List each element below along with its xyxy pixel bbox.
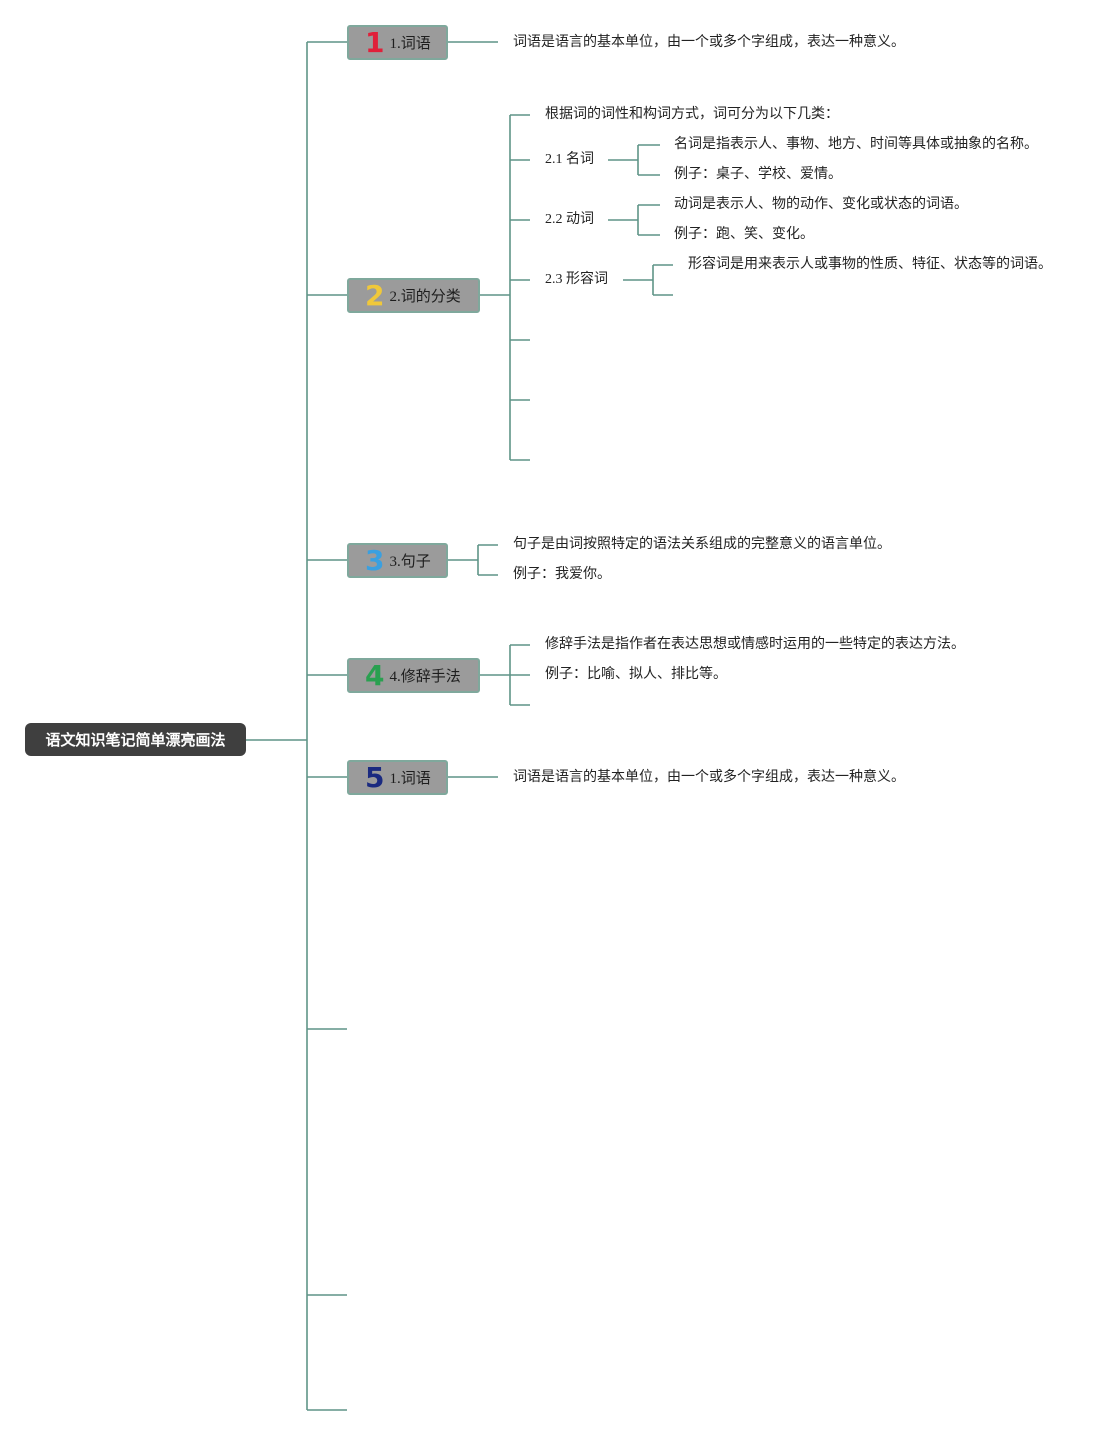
topic-1[interactable]: 1 1.词语 xyxy=(347,25,448,60)
number-badge-2: 2 xyxy=(365,278,385,312)
topic-3[interactable]: 3 3.句子 xyxy=(347,543,448,578)
topic-2[interactable]: 2 2.词的分类 xyxy=(347,278,480,313)
number-badge-3: 3 xyxy=(365,543,385,577)
subtopic-2-1[interactable]: 2.1 名词 xyxy=(545,152,594,167)
topic-5-label: 1.词语 xyxy=(389,771,431,787)
number-badge-4: 4 xyxy=(365,658,385,692)
topic-3-label: 3.句子 xyxy=(389,554,431,570)
subtopic-2-2-note-1[interactable]: 动词是表示人、物的动作、变化或状态的词语。 xyxy=(674,197,968,212)
root-topic[interactable]: 语文知识笔记简单漂亮画法 xyxy=(25,723,246,756)
topic-4-note-2[interactable]: 例子：比喻、拟人、排比等。 xyxy=(545,667,727,682)
subtopic-2-3[interactable]: 2.3 形容词 xyxy=(545,272,608,287)
topic-1-label: 1.词语 xyxy=(389,36,431,52)
topic-4[interactable]: 4 4.修辞手法 xyxy=(347,658,480,693)
topic-3-note-2[interactable]: 例子：我爱你。 xyxy=(513,567,611,582)
subtopic-2-3-note-1[interactable]: 形容词是用来表示人或事物的性质、特征、状态等的词语。 xyxy=(688,257,1052,272)
topic-2-label: 2.词的分类 xyxy=(389,289,461,305)
subtopic-2-2[interactable]: 2.2 动词 xyxy=(545,212,594,227)
topic-5-note-1[interactable]: 词语是语言的基本单位，由一个或多个字组成，表达一种意义。 xyxy=(513,770,905,785)
topic-3-note-1[interactable]: 句子是由词按照特定的语法关系组成的完整意义的语言单位。 xyxy=(513,537,891,552)
number-badge-1: 1 xyxy=(365,25,385,59)
subtopic-2-1-note-1[interactable]: 名词是指表示人、事物、地方、时间等具体或抽象的名称。 xyxy=(674,137,1038,152)
topic-1-note-1[interactable]: 词语是语言的基本单位，由一个或多个字组成，表达一种意义。 xyxy=(513,35,905,50)
number-badge-5: 5 xyxy=(365,760,385,794)
topic-4-label: 4.修辞手法 xyxy=(389,669,461,685)
subtopic-2-2-note-2[interactable]: 例子：跑、笑、变化。 xyxy=(674,227,814,242)
topic-2-intro[interactable]: 根据词的词性和构词方式，词可分为以下几类： xyxy=(545,107,839,122)
root-topic-label: 语文知识笔记简单漂亮画法 xyxy=(45,732,226,749)
topic-4-note-1[interactable]: 修辞手法是指作者在表达思想或情感时运用的一些特定的表达方法。 xyxy=(545,637,965,652)
subtopic-2-1-note-2[interactable]: 例子：桌子、学校、爱情。 xyxy=(674,167,842,182)
topic-5[interactable]: 5 1.词语 xyxy=(347,760,448,795)
